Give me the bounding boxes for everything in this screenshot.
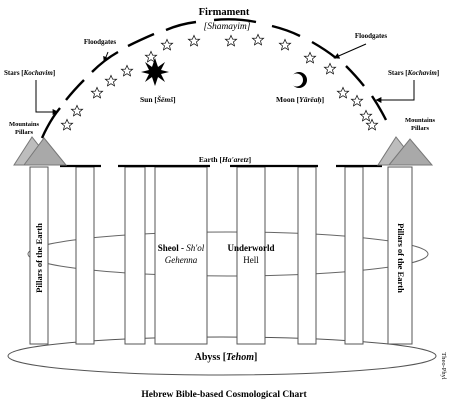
earth-label: Earth [Ha'aretz] — [199, 155, 251, 164]
mountains-right-line1: Mountains — [405, 117, 435, 124]
abyss-ellipse — [7, 336, 437, 376]
pillar-6 — [297, 166, 317, 345]
star-icon — [279, 39, 291, 51]
arrows — [35, 43, 415, 115]
star-icon — [188, 35, 200, 47]
mountains-left-line1: Mountains — [9, 121, 39, 128]
underworld-hell: Hell — [243, 255, 259, 265]
pillars-right-label: Pillars of the Earth — [396, 223, 406, 293]
moon-icon — [290, 72, 307, 88]
underworld-title: Underworld — [228, 243, 275, 253]
star-icon — [121, 65, 133, 77]
pillar-2 — [75, 166, 95, 345]
credit-label: Theo-Phyl — [440, 352, 447, 380]
pillar-7 — [344, 166, 364, 345]
sun-icon — [141, 58, 169, 86]
pillar-5 — [236, 166, 266, 345]
pillars — [29, 166, 413, 345]
star-icon — [225, 35, 237, 47]
mountains-left-line2: Pillars — [15, 129, 34, 136]
abyss-label: Abyss [Tehom] — [195, 352, 258, 363]
star-icon — [61, 119, 73, 131]
star-icon — [351, 95, 363, 107]
stars-right-label: Stars [Kochavim] — [388, 69, 439, 77]
star-icon — [304, 52, 316, 64]
mountains-right — [377, 136, 434, 166]
firmament-title: Firmament — [199, 7, 250, 18]
mountains-right-line2: Pillars — [411, 125, 430, 132]
star-icon — [360, 110, 372, 122]
floodgates-left-label: Floodgates — [84, 38, 117, 46]
star-icon — [71, 105, 83, 117]
floodgates-right-label: Floodgates — [355, 32, 388, 40]
sheol-gehenna: Gehenna — [165, 255, 198, 265]
star-icon — [366, 119, 378, 131]
pillar-3 — [124, 166, 146, 345]
star-icon — [337, 87, 349, 99]
firmament-hebrew: [Shamayim] — [204, 22, 251, 32]
sheol-title: Sheol - Sh'ol — [158, 243, 205, 253]
moon-label: Moon [Yārēaḥ] — [276, 95, 324, 104]
mountains-left — [13, 136, 68, 166]
stars-left-label: Stars [Kochavim] — [4, 69, 55, 77]
star-icon — [161, 39, 173, 51]
stars — [61, 34, 378, 131]
star-icon — [91, 87, 103, 99]
pillar-8 — [387, 166, 413, 345]
star-icon — [252, 34, 264, 46]
star-icon — [324, 63, 336, 75]
pillars-left-label: Pillars of the Earth — [34, 223, 44, 293]
sheol-ellipse — [27, 231, 429, 277]
sun-label: Sun [Šēmš] — [140, 94, 176, 104]
pillar-1 — [29, 166, 49, 345]
star-icon — [105, 75, 117, 87]
diagram-caption: Hebrew Bible-based Cosmological Chart — [141, 390, 307, 400]
